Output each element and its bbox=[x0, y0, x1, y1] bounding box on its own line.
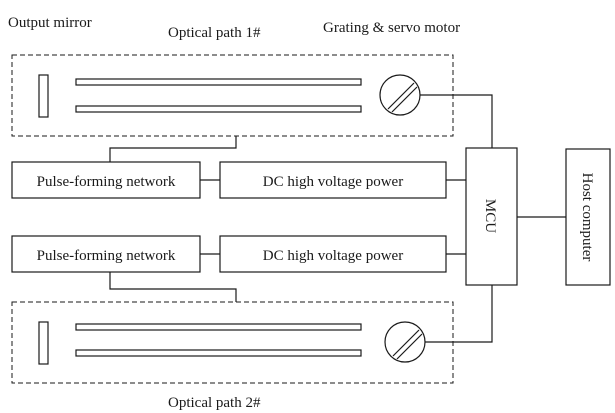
optical-path-2-box bbox=[11, 301, 454, 384]
optical-path-1-box bbox=[11, 54, 454, 137]
optical-path-2-label: Optical path 2# bbox=[168, 395, 261, 411]
discharge-tube-1b bbox=[75, 105, 362, 113]
dc-power-1-block: DC high voltage power bbox=[219, 161, 447, 199]
dc-power-1-label: DC high voltage power bbox=[263, 174, 403, 190]
pfn-2-block: Pulse-forming network bbox=[11, 235, 201, 273]
connection-lines bbox=[109, 94, 566, 343]
link-pfn2-path2 bbox=[109, 272, 237, 302]
host-computer-block: Host computer bbox=[565, 148, 611, 286]
output-mirror-label: Output mirror bbox=[8, 15, 92, 31]
dc-power-2-label: DC high voltage power bbox=[263, 248, 403, 264]
link-grating1-mcu bbox=[420, 94, 493, 148]
output-mirror-2 bbox=[38, 321, 49, 365]
pfn-1-block: Pulse-forming network bbox=[11, 161, 201, 199]
grating-servo-label: Grating & servo motor bbox=[323, 20, 460, 36]
dc-power-2-block: DC high voltage power bbox=[219, 235, 447, 273]
mcu-label: MCU bbox=[482, 199, 498, 233]
output-mirror-1 bbox=[38, 74, 49, 118]
link-grating2-mcu bbox=[425, 285, 493, 343]
discharge-tube-2b bbox=[75, 349, 362, 357]
grating-servo-motor-2 bbox=[384, 321, 426, 363]
mcu-block: MCU bbox=[465, 147, 518, 286]
link-path1-pfn1 bbox=[109, 136, 237, 162]
pfn-2-label: Pulse-forming network bbox=[37, 248, 176, 264]
grating-servo-motor-1 bbox=[379, 74, 421, 116]
optical-path-1-label: Optical path 1# bbox=[168, 25, 261, 41]
discharge-tube-1a bbox=[75, 78, 362, 86]
pfn-1-label: Pulse-forming network bbox=[37, 174, 176, 190]
discharge-tube-2a bbox=[75, 323, 362, 331]
host-computer-label: Host computer bbox=[579, 173, 595, 262]
